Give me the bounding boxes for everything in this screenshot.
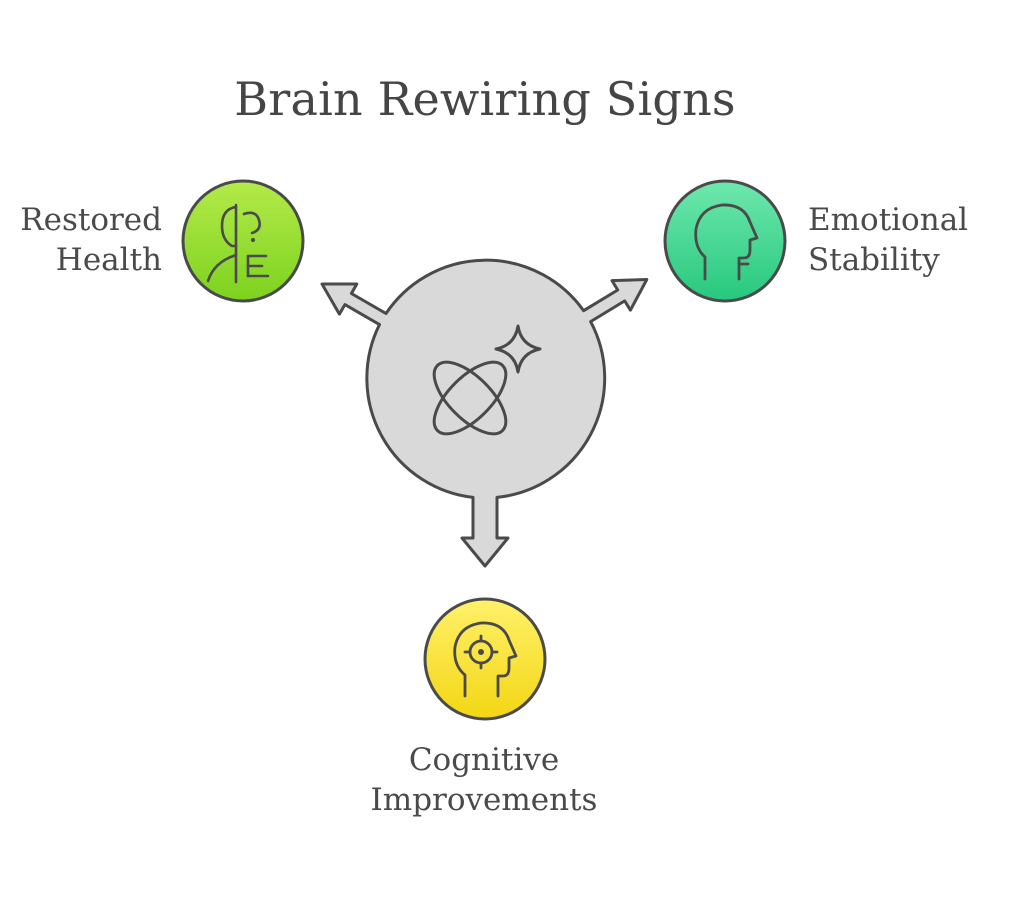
label-restored-health-line2: Health bbox=[55, 242, 162, 278]
label-cognitive-improvements: Cognitive Improvements bbox=[334, 740, 634, 820]
label-restored-health-line1: Restored bbox=[20, 202, 162, 238]
node-emotional-stability-circle bbox=[663, 179, 787, 303]
label-cognitive-improvements-line2: Improvements bbox=[370, 782, 598, 818]
label-restored-health: Restored Health bbox=[0, 200, 162, 280]
label-emotional-stability-line2: Stability bbox=[808, 242, 940, 278]
node-cognitive-improvements-circle bbox=[423, 597, 547, 721]
focus-head-icon bbox=[453, 621, 518, 698]
node-restored-health bbox=[181, 179, 305, 303]
node-emotional-stability bbox=[663, 179, 787, 303]
node-restored-health-circle bbox=[181, 179, 305, 303]
label-emotional-stability: Emotional Stability bbox=[808, 200, 1024, 280]
label-emotional-stability-line1: Emotional bbox=[808, 202, 969, 238]
diagram-title: Brain Rewiring Signs bbox=[234, 72, 736, 126]
head-profile-icon bbox=[694, 203, 759, 281]
atom-sparkle-icon bbox=[432, 324, 542, 436]
body-scan-icon bbox=[206, 203, 270, 284]
label-cognitive-improvements-line1: Cognitive bbox=[408, 742, 560, 778]
center-hub bbox=[320, 258, 649, 568]
node-cognitive-improvements bbox=[423, 597, 547, 721]
